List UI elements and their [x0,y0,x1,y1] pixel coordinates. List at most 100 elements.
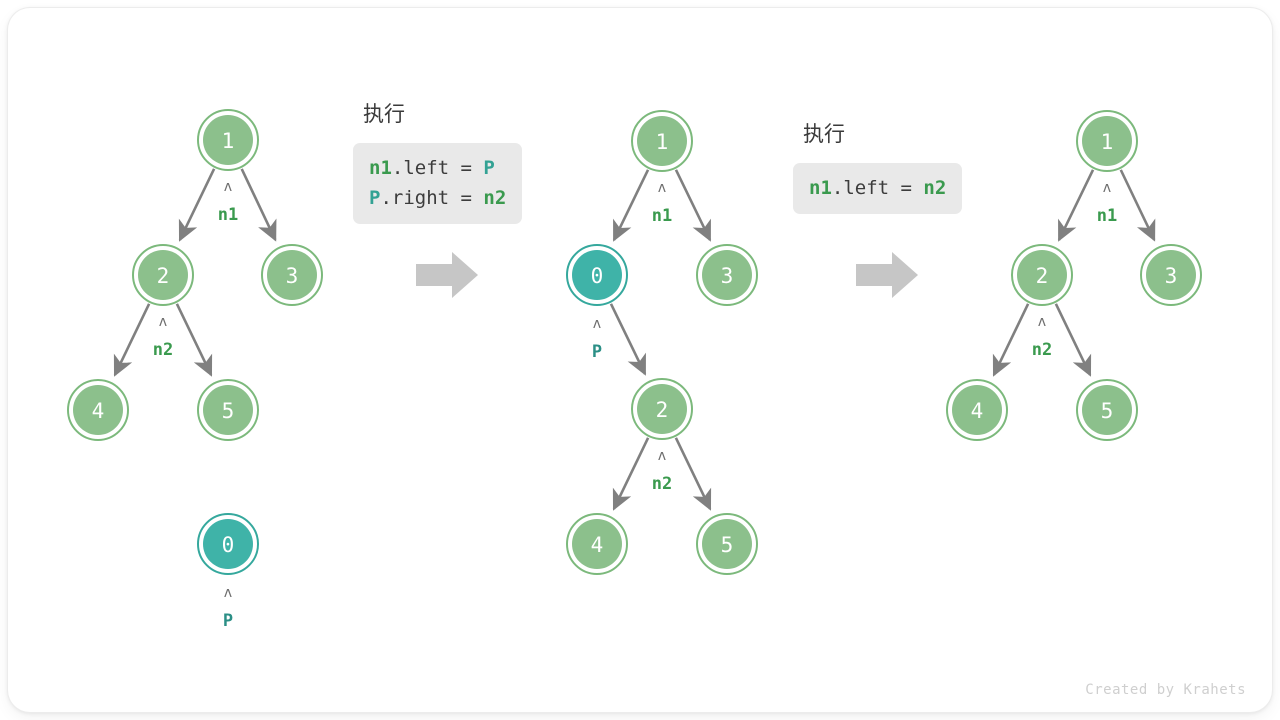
tree-node: 1 [631,110,693,172]
tree-node: 5 [696,513,758,575]
tree-edge [1119,169,1156,242]
code-token: P [483,157,495,179]
tree-node: 2 [132,244,194,306]
node-value: 4 [971,399,984,423]
tree-node: 4 [67,379,129,441]
node-disc [1146,250,1196,300]
node-disc [1017,250,1067,300]
code-line: P.right = n2 [369,183,506,213]
code-token: P [369,187,381,209]
code-line: n1.left = P [369,153,506,183]
pointer-caret-icon: ʌ [658,180,666,196]
tree-node: 3 [696,244,758,306]
node-disc [267,250,317,300]
node-value: 1 [656,130,669,154]
node-disc [203,385,253,435]
pointer-label: n2 [153,340,173,360]
code-line: n1.left = n2 [809,173,946,203]
tree-node: 1 [197,109,259,171]
transition-arrow-icon [416,252,478,298]
tree-edge [674,437,712,511]
tree-edge [612,437,650,511]
tree-edge [240,168,277,242]
pointer-caret-icon: ʌ [1038,314,1046,330]
code-block-step-3: n1.left = n2 [793,163,963,214]
tree-node: 2 [631,378,693,440]
code-token: n1 [369,157,392,179]
node-value: 2 [656,398,669,422]
pointer-caret-icon: ʌ [658,448,666,464]
tree-node: 4 [566,513,628,575]
watermark-credit: Created by Krahets [1085,682,1246,698]
transition-arrows-layer [416,252,918,298]
pointer-caret-icon: ʌ [593,316,601,332]
edges-layer [113,168,1156,511]
node-value: 0 [591,264,604,288]
node-value: 5 [1101,399,1114,423]
node-value: 3 [721,264,734,288]
tree-edge [1057,169,1095,242]
pointer-caret-icon: ʌ [159,314,167,330]
pointer-label: n2 [652,474,672,494]
node-value: 0 [222,533,235,557]
tree-edge [609,303,647,376]
node-disc [637,116,687,166]
pointer-label: P [592,342,602,362]
node-disc [702,519,752,569]
node-value: 3 [286,264,299,288]
pointer-caret-icon: ʌ [224,179,232,195]
node-value: 1 [1101,130,1114,154]
node-value: 3 [1165,264,1178,288]
node-disc [203,519,253,569]
node-disc [702,250,752,300]
code-token: .right = [380,187,484,209]
tree-node: 3 [1140,244,1202,306]
node-disc [138,250,188,300]
tree-node: 1 [1076,110,1138,172]
nodes-layer: 1 2 3 4 5 0 1 0 3 2 4 5 1 2 3 4 5 [67,109,1202,575]
tree-edge [175,303,213,377]
tree-node: 4 [946,379,1008,441]
node-value: 5 [721,533,734,557]
code-token: n2 [923,177,947,199]
exec-label-step-2: 执行 [363,102,405,126]
tree-node: 5 [1076,379,1138,441]
tree-node: 3 [261,244,323,306]
node-disc [637,384,687,434]
node-disc [952,385,1002,435]
tree-node: 2 [1011,244,1073,306]
pointer-label: n1 [218,205,238,225]
code-token: .left = [831,177,924,199]
node-value: 1 [222,129,235,153]
node-disc [203,115,253,165]
pointer-caret-icon: ʌ [224,585,232,601]
tree-edge [992,303,1030,377]
pointer-label: n1 [1097,206,1117,226]
pointer-label: n1 [652,206,672,226]
node-value: 4 [92,399,105,423]
node-value: 4 [591,533,604,557]
node-disc [572,250,622,300]
node-disc [1082,116,1132,166]
pointer-label: P [223,611,233,631]
node-value: 2 [1036,264,1049,288]
tree-node: 5 [197,379,259,441]
code-token: n2 [483,187,507,209]
tree-edge [178,168,216,242]
node-disc [73,385,123,435]
node-value: 2 [157,264,170,288]
tree-node: 0 [566,244,628,306]
pointer-label: n2 [1032,340,1052,360]
exec-label-step-3: 执行 [803,122,845,146]
node-value: 5 [222,399,235,423]
code-token: n1 [809,177,832,199]
tree-edge [674,169,712,242]
pointer-caret-icon: ʌ [1103,180,1111,196]
tree-edge [1054,303,1092,377]
tree-edge [612,169,650,242]
node-disc [572,519,622,569]
